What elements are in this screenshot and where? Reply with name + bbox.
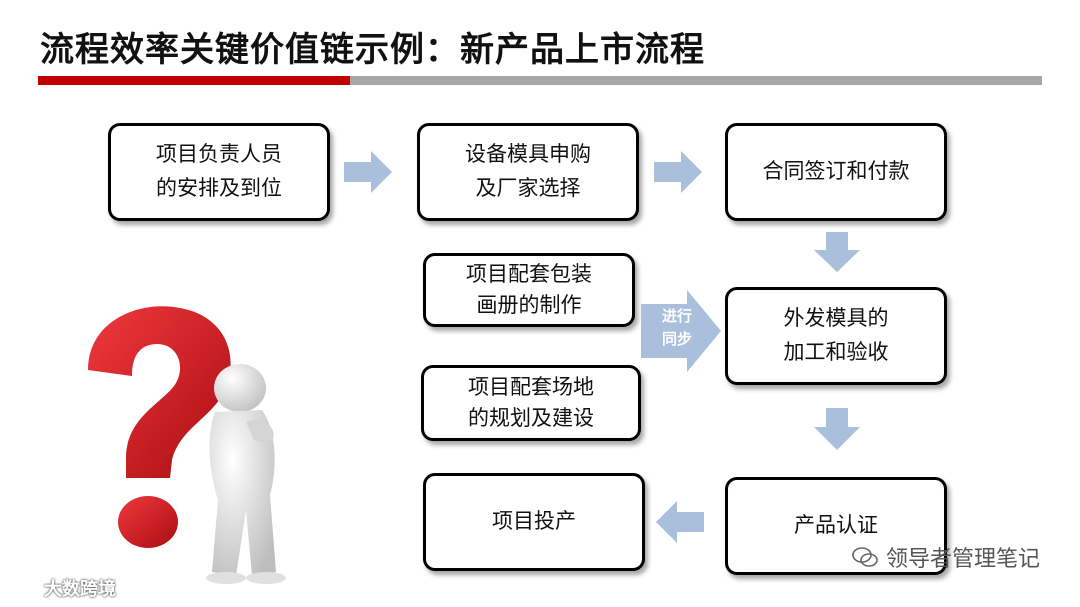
step-staffing: 项目负责人员 的安排及到位	[108, 123, 330, 221]
logo-icon	[14, 578, 40, 598]
wechat-icon	[852, 546, 878, 568]
arrow-down-icon	[814, 408, 860, 450]
page-title: 流程效率关键价值链示例：新产品上市流程	[40, 22, 705, 71]
arrow-right-icon	[344, 151, 394, 193]
step-outsourced-molds: 外发模具的 加工和验收	[725, 287, 947, 385]
title-underline-rule	[350, 76, 1042, 85]
sync-label: 进行 同步	[657, 305, 697, 350]
step-site-planning: 项目配套场地 的规划及建设	[421, 365, 641, 441]
step-equipment-purchase: 设备模具申购 及厂家选择	[417, 123, 639, 221]
step-contract-payment: 合同签订和付款	[725, 123, 947, 221]
watermark-text: 领导者管理笔记	[886, 541, 1040, 573]
step-packaging-brochure: 项目配套包装 画册的制作	[423, 253, 635, 327]
watermark: 领导者管理笔记	[852, 541, 1040, 573]
corner-logo: 大数跨境	[14, 575, 116, 601]
title-underline-accent	[38, 76, 350, 85]
step-production: 项目投产	[423, 473, 645, 571]
logo-text: 大数跨境	[44, 575, 116, 601]
arrow-right-icon	[654, 151, 704, 193]
question-mark-figure-illustration	[40, 300, 340, 590]
arrow-down-icon	[814, 232, 860, 272]
arrow-left-icon	[656, 501, 706, 543]
